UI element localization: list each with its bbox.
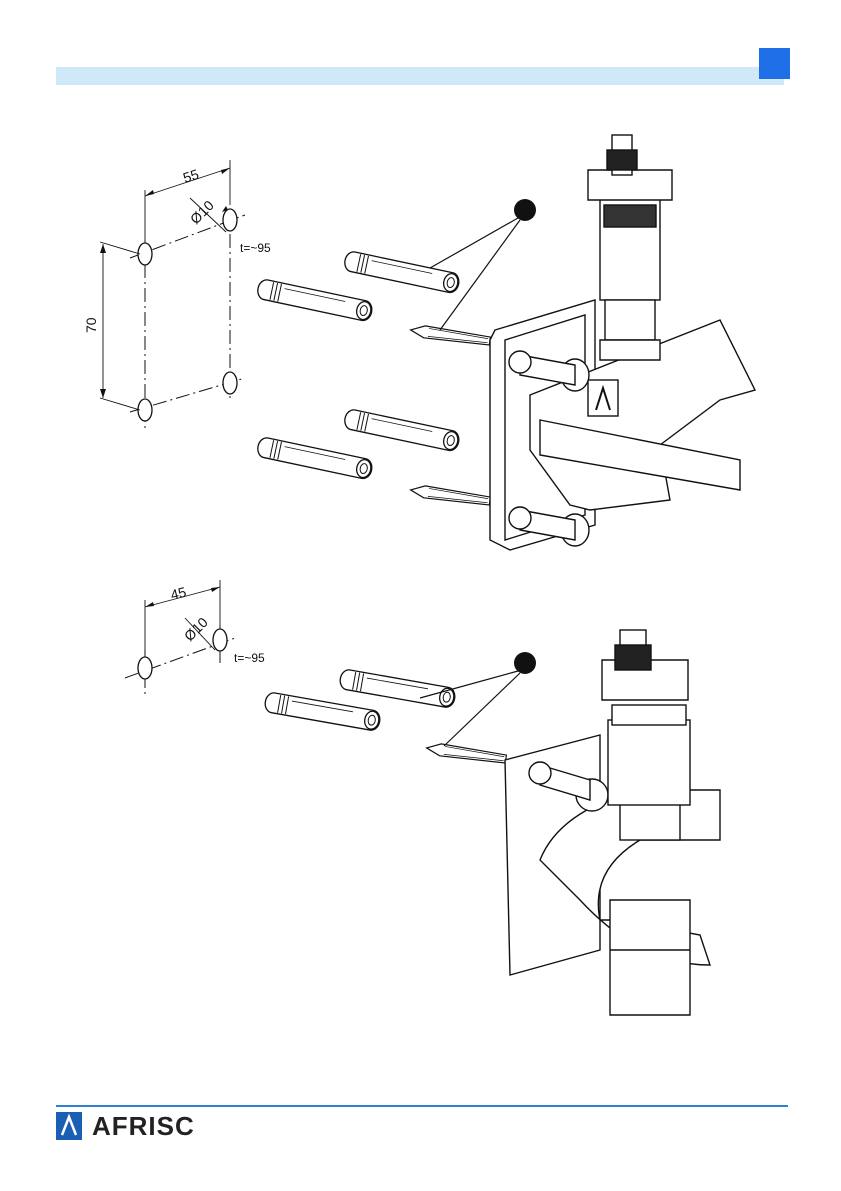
top-height-dimension: 70	[83, 317, 99, 333]
dowel-top-2	[256, 278, 374, 322]
footer-rule	[56, 1105, 788, 1107]
bottom-width-dimension: 45	[169, 584, 188, 603]
dowel-bottom-1	[339, 669, 457, 709]
top-diameter-dimension: Ø10	[187, 197, 217, 227]
bottom-depth-dimension: t=~95	[234, 651, 265, 665]
pipe-bracket-bottom	[505, 630, 720, 1015]
brand-name: AFRISC	[92, 1111, 195, 1142]
dowel-bottom-2	[264, 692, 382, 732]
screw-bottom-1	[426, 742, 507, 765]
callout-marker-top	[430, 199, 536, 330]
dowel-top-3	[343, 408, 461, 452]
top-depth-dimension: t=~95	[240, 241, 271, 255]
dowel-top-1	[343, 250, 461, 294]
screw-top-1	[410, 324, 491, 347]
top-width-dimension: 55	[181, 166, 201, 186]
screw-top-2	[410, 484, 491, 507]
dowel-top-4	[256, 436, 374, 480]
footer-logo: AFRISC	[56, 1112, 195, 1140]
afriso-logo-icon	[56, 1112, 82, 1140]
pipe-bracket-top	[490, 135, 755, 550]
drill-template-top	[100, 160, 245, 430]
